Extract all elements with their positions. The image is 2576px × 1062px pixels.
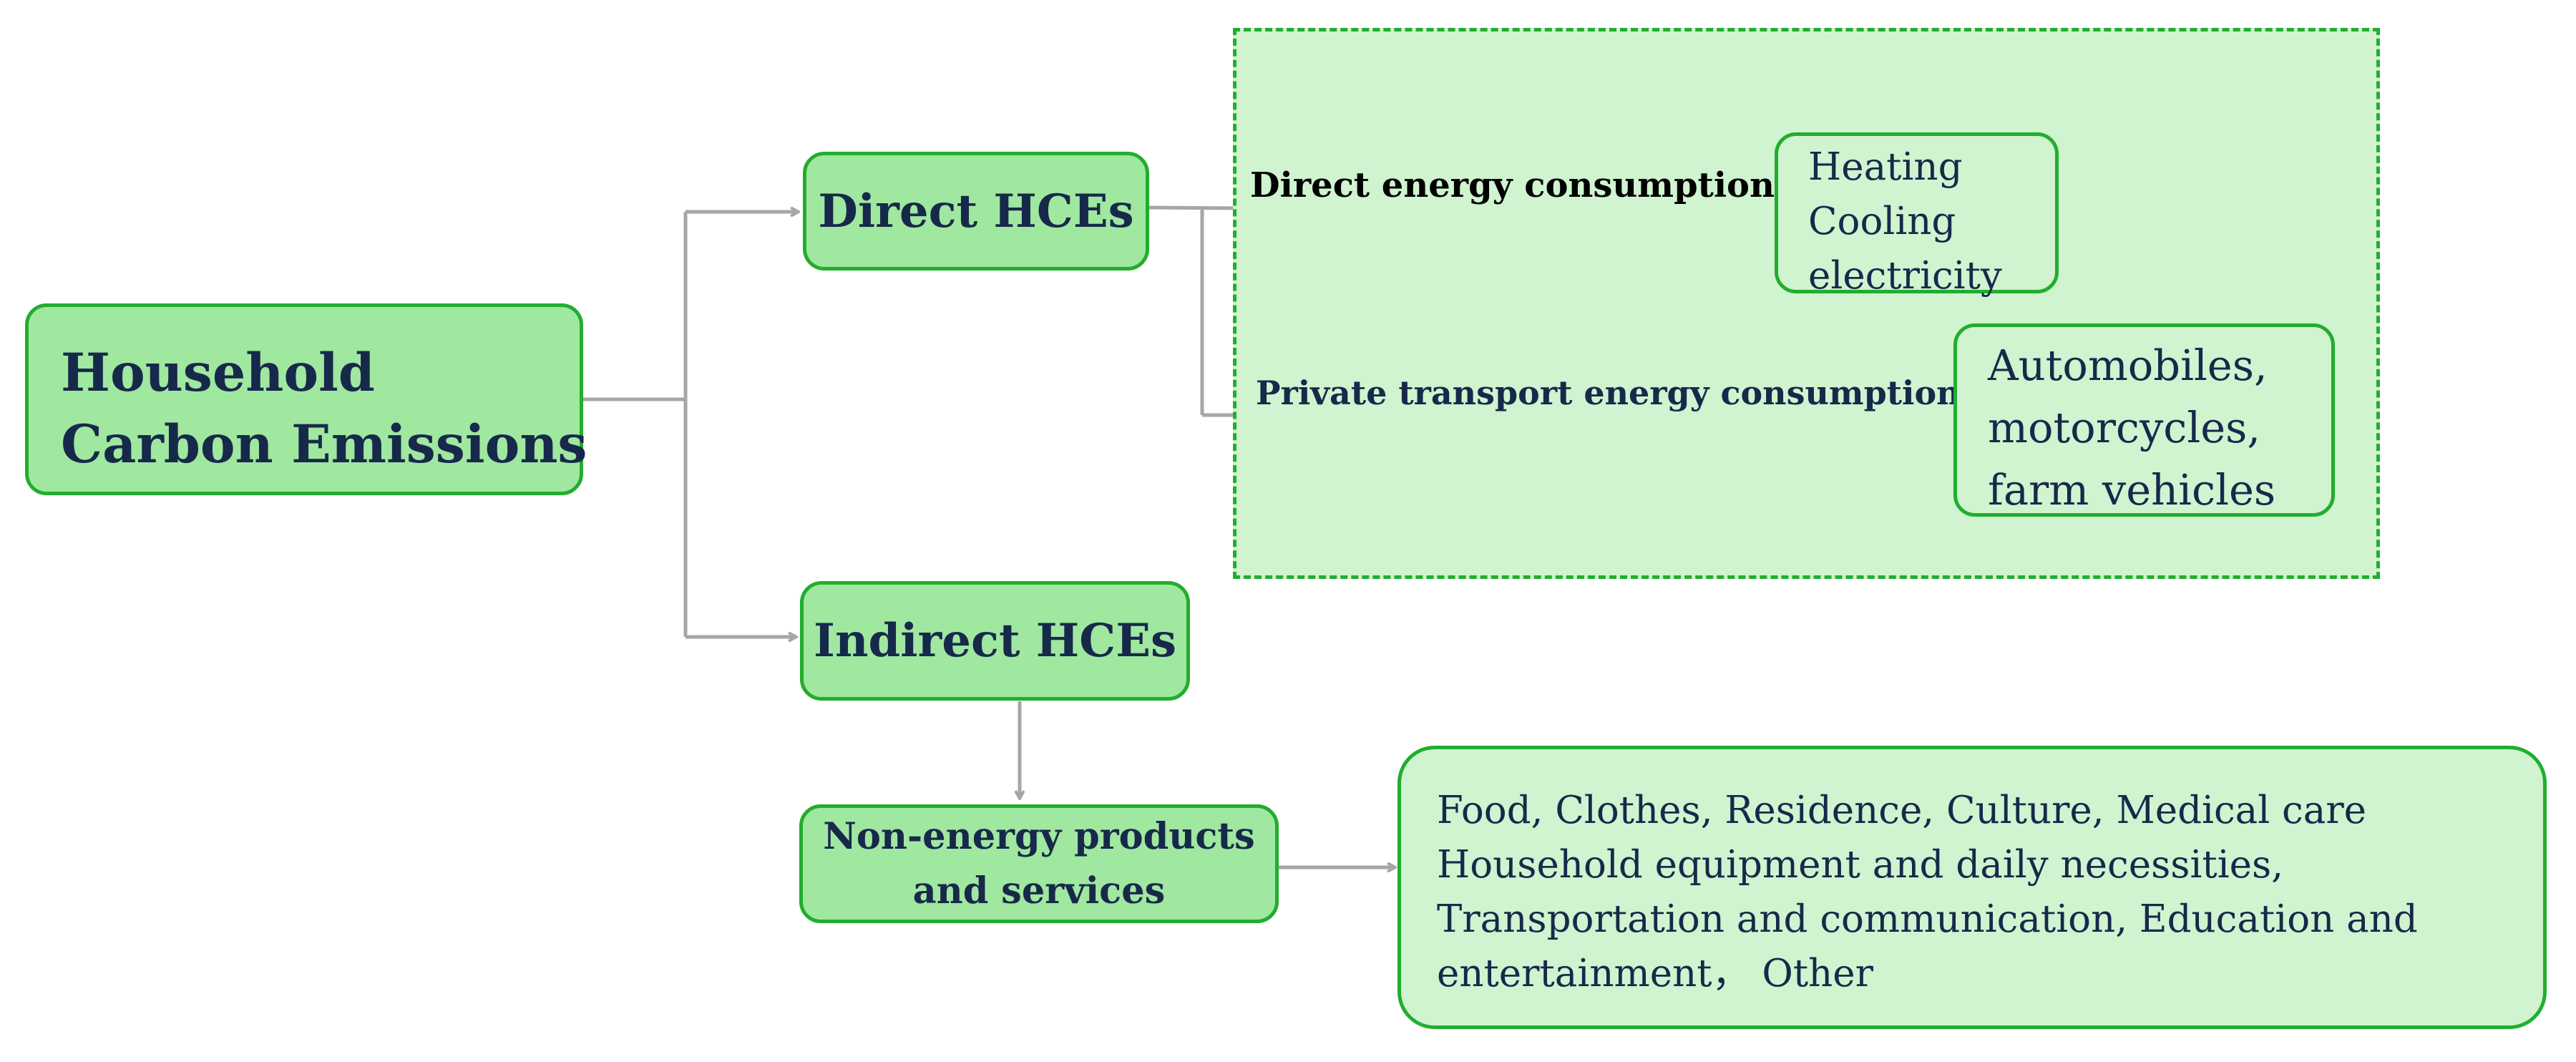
energy-items-node: Heating Cooling electricity — [1775, 132, 2059, 298]
energy-item-electricity: electricity — [1808, 254, 2002, 298]
energy-item-cooling: Cooling — [1808, 200, 1956, 243]
root-label-line2: Carbon Emissions — [61, 414, 587, 475]
transport-item-motorcycles: motorcycles, — [1988, 403, 2261, 452]
direct-hces-node: Direct HCEs — [803, 152, 1149, 271]
non-energy-products-node: Non-energy products and services — [799, 804, 1279, 923]
energy-item-heating: Heating — [1808, 145, 1963, 189]
products-items-line2: Household equipment and daily necessitie… — [1437, 843, 2284, 887]
edge-label-private-transport: Private transport energy consumption — [1256, 374, 1961, 412]
products-items-line4: entertainment， Other — [1437, 952, 1873, 995]
indirect-hces-label: Indirect HCEs — [814, 614, 1176, 668]
transport-item-automobiles: Automobiles, — [1988, 341, 2268, 390]
root-node: Household Carbon Emissions — [25, 303, 587, 495]
direct-hces-label: Direct HCEs — [818, 184, 1134, 238]
edge-label-direct-energy: Direct energy consumption — [1250, 165, 1775, 205]
root-label-line1: Household — [61, 342, 375, 404]
transport-items-node: Automobiles, motorcycles, farm vehicles — [1953, 323, 2335, 517]
products-items-node: Food, Clothes, Residence, Culture, Medic… — [1397, 746, 2547, 1029]
transport-item-farm-vehicles: farm vehicles — [1988, 465, 2276, 515]
products-items-line3: Transportation and communication, Educat… — [1437, 897, 2418, 941]
products-items-line1: Food, Clothes, Residence, Culture, Medic… — [1437, 789, 2367, 832]
indirect-hces-node: Indirect HCEs — [800, 581, 1190, 701]
products-label-line2: and services — [912, 869, 1166, 912]
products-label-line1: Non-energy products — [823, 815, 1255, 858]
